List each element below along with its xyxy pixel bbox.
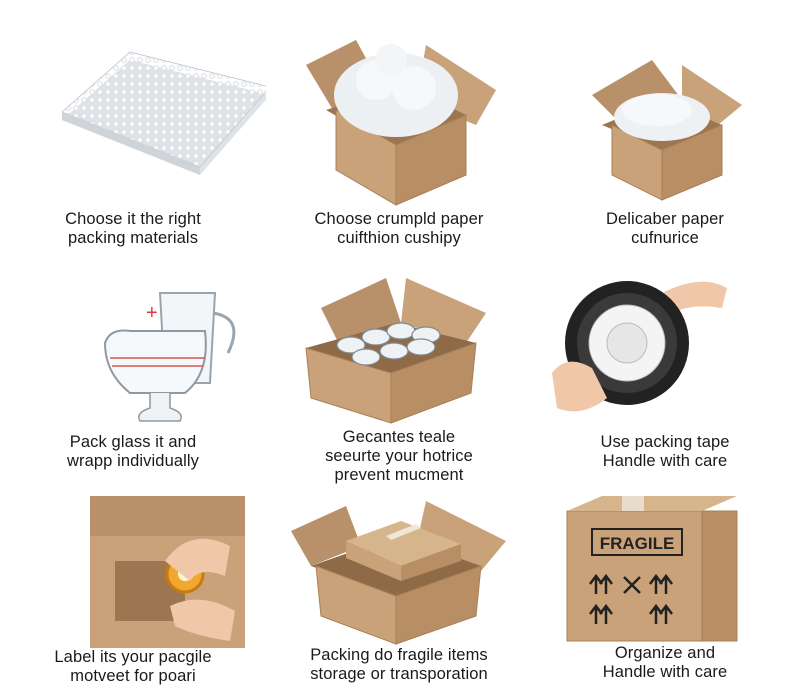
boxes-stacked-icon xyxy=(291,501,506,645)
bubble-wrap-icon xyxy=(61,51,266,175)
plate-with-tape-icon xyxy=(552,281,727,412)
fragile-box-icon: FRAGILE xyxy=(566,496,738,642)
svg-text:+: + xyxy=(146,302,158,324)
glass-pitcher-icon: + xyxy=(103,292,236,422)
box-of-glasses-icon xyxy=(305,278,486,424)
taping-box-icon xyxy=(90,496,245,648)
box-with-crumpled-paper-icon xyxy=(306,40,496,206)
fragile-label: FRAGILE xyxy=(600,534,675,553)
box-with-paper-icon xyxy=(592,60,742,201)
